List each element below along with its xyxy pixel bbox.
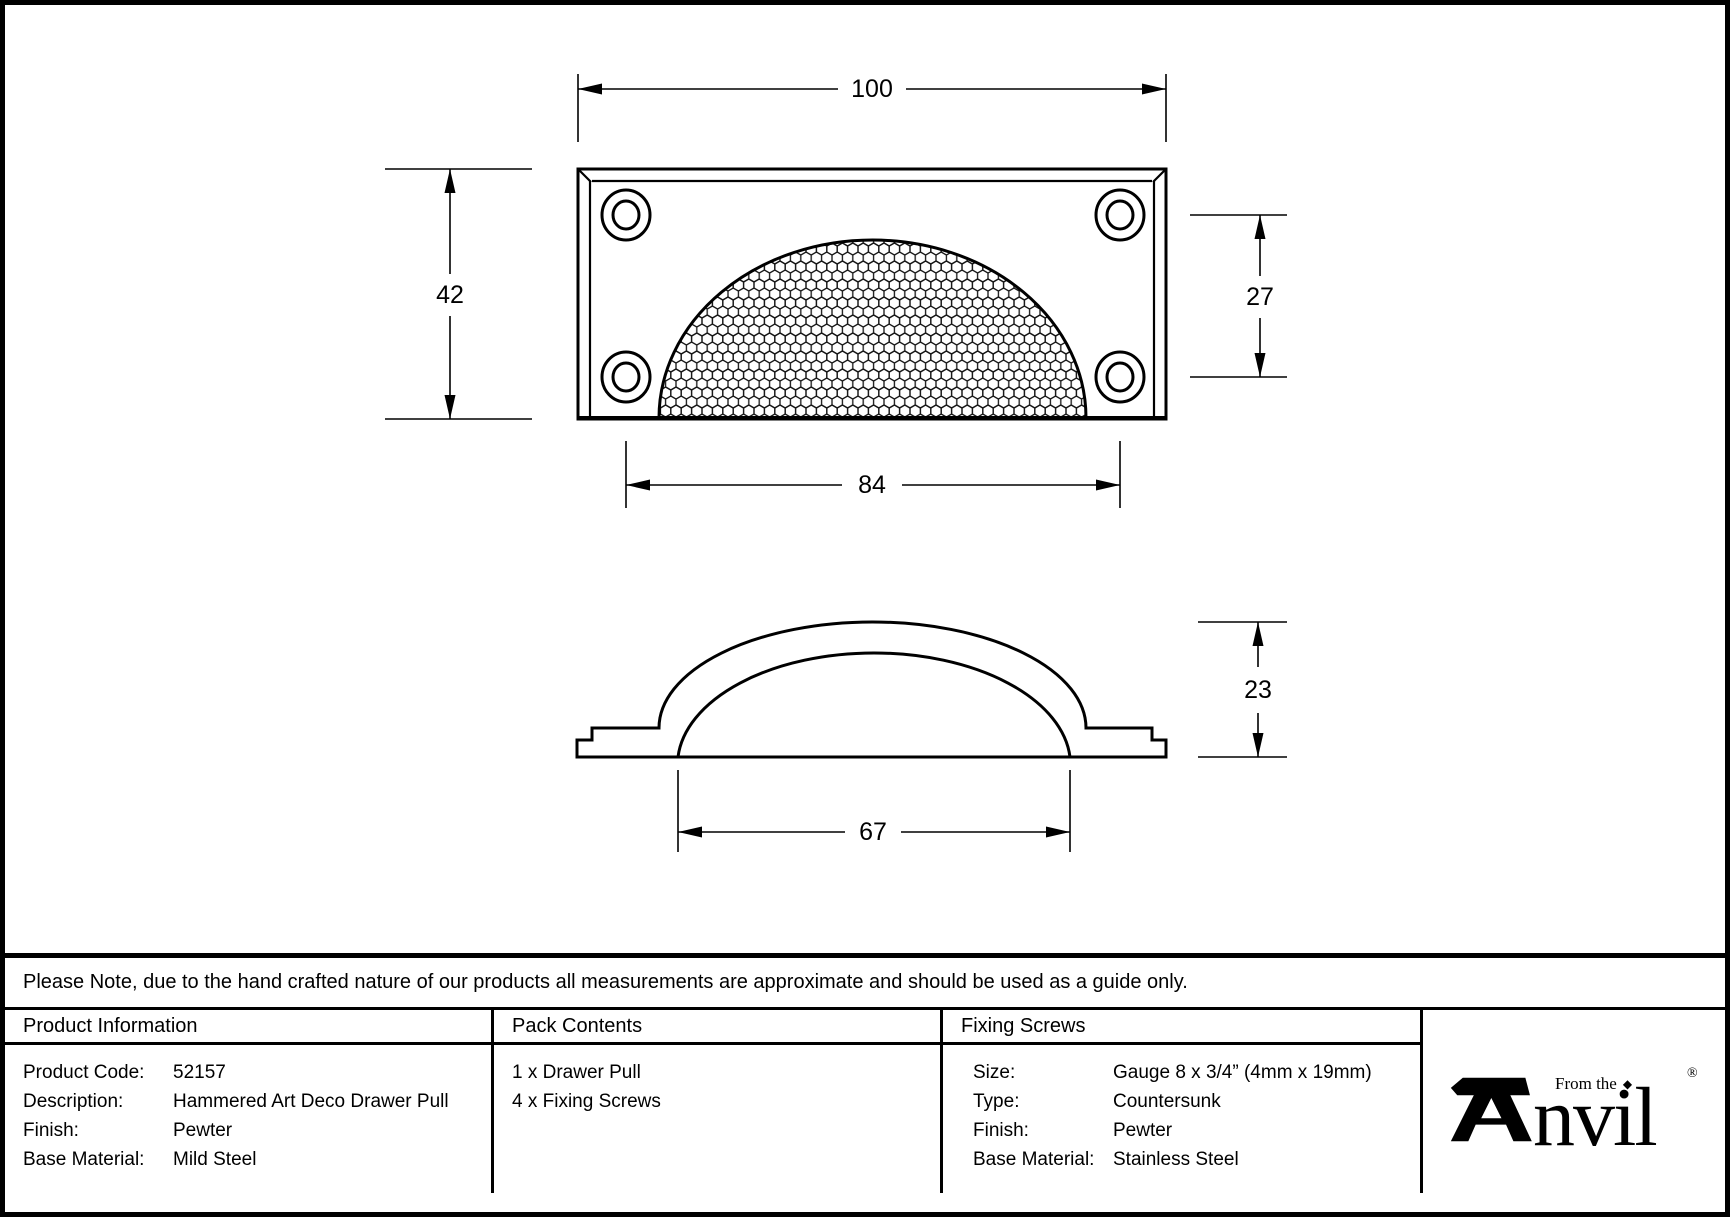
pack-contents-body: 1 x Drawer Pull 4 x Fixing Screws <box>494 1045 943 1193</box>
dimension-width-100: 100 <box>577 74 1167 142</box>
spec-value: Countersunk <box>1113 1091 1221 1112</box>
dim-label-42: 42 <box>436 281 464 309</box>
spec-table: Product Information Pack Contents Fixing… <box>5 1010 1725 1212</box>
spec-value: Stainless Steel <box>1113 1149 1239 1170</box>
spec-label: Base Material: <box>973 1149 1095 1170</box>
dimension-height-42: 42 <box>385 168 532 420</box>
front-view-drawing <box>576 167 1168 421</box>
registered-trademark-icon: ® <box>1687 1066 1698 1081</box>
brand-logo-cell: nvil From the◆ ® <box>1423 1010 1725 1212</box>
spec-label: Description: <box>23 1091 124 1112</box>
list-item: 4 x Fixing Screws <box>512 1091 661 1112</box>
spec-value: Gauge 8 x 3/4” (4mm x 19mm) <box>1113 1062 1372 1083</box>
table-row: Size: Gauge 8 x 3/4” (4mm x 19mm) <box>943 1058 1420 1087</box>
fixing-screws-header: Fixing Screws <box>943 1010 1423 1045</box>
table-row: Description: Hammered Art Deco Drawer Pu… <box>5 1087 491 1116</box>
diamond-icon: ◆ <box>1622 1077 1633 1091</box>
spec-value: Hammered Art Deco Drawer Pull <box>173 1091 449 1112</box>
pack-contents-header: Pack Contents <box>494 1010 943 1045</box>
table-row: Product Code: 52157 <box>5 1058 491 1087</box>
product-information-body: Product Code: 52157 Description: Hammere… <box>5 1045 494 1193</box>
dim-label-84: 84 <box>858 471 886 499</box>
dimension-profile-height-23: 23 <box>1198 621 1287 758</box>
fixing-screws-body: Size: Gauge 8 x 3/4” (4mm x 19mm) Type: … <box>943 1045 1423 1193</box>
dim-label-67: 67 <box>859 818 887 846</box>
from-the-anvil-logo: nvil From the◆ ® <box>1449 1062 1715 1164</box>
product-information-header: Product Information <box>5 1010 494 1045</box>
side-profile-outline <box>575 620 1168 759</box>
spec-label: Finish: <box>23 1120 79 1141</box>
list-item: 1 x Drawer Pull <box>512 1062 641 1083</box>
table-row: Finish: Pewter <box>943 1116 1420 1145</box>
spec-label: Size: <box>973 1062 1016 1083</box>
brand-wordmark: nvil <box>1533 1071 1658 1164</box>
dim-label-23: 23 <box>1244 676 1272 704</box>
technical-drawing: 100 42 27 <box>385 74 1287 852</box>
table-row: Type: Countersunk <box>943 1087 1420 1116</box>
measurement-note: Please Note, due to the hand crafted nat… <box>5 953 1725 1010</box>
spec-label: Type: <box>973 1091 1020 1112</box>
brand-tagline: From the◆ <box>1555 1074 1633 1093</box>
dimension-cup-base-67: 67 <box>677 770 1071 852</box>
dim-label-27: 27 <box>1246 283 1274 311</box>
spec-value: Pewter <box>173 1120 233 1141</box>
table-row: Base Material: Stainless Steel <box>943 1145 1420 1174</box>
dim-label-100: 100 <box>851 75 893 103</box>
side-profile-inner-arc <box>676 651 1072 758</box>
spec-label: Finish: <box>973 1120 1029 1141</box>
spec-value: 52157 <box>173 1062 226 1083</box>
spec-value: Mild Steel <box>173 1149 257 1170</box>
dimension-hole-spacing-27: 27 <box>1190 214 1287 378</box>
table-row: Base Material: Mild Steel <box>5 1145 491 1174</box>
measurement-note-text: Please Note, due to the hand crafted nat… <box>23 971 1188 993</box>
anvil-icon <box>1450 1077 1532 1142</box>
table-row: Finish: Pewter <box>5 1116 491 1145</box>
side-view-drawing <box>575 620 1168 759</box>
spec-value: Pewter <box>1113 1120 1173 1141</box>
hammered-cup-face <box>657 238 1088 420</box>
screw-holes <box>600 188 1146 404</box>
spec-label: Product Code: <box>23 1062 145 1083</box>
spec-label: Base Material: <box>23 1149 145 1170</box>
dimension-cup-width-84: 84 <box>625 441 1121 508</box>
